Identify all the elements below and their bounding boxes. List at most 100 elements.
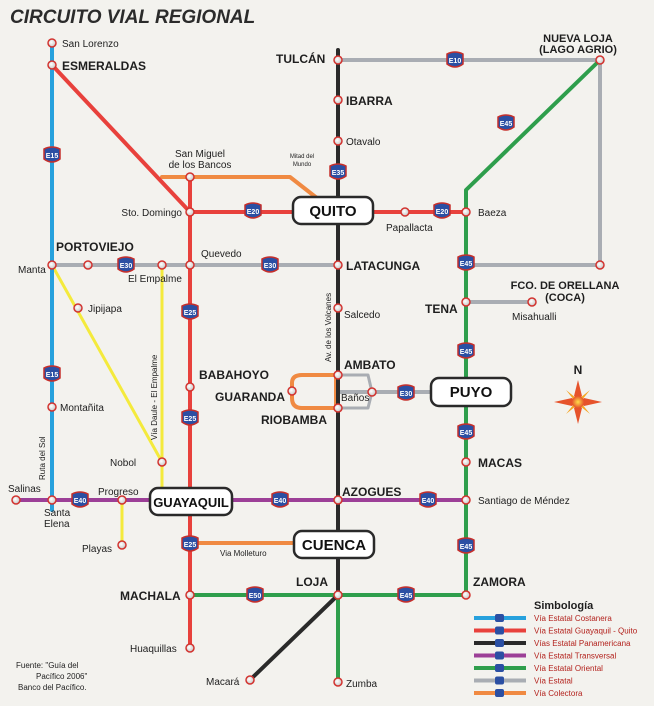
dot-orellana: [595, 260, 605, 270]
dot-nobol: [157, 457, 167, 467]
dot-manta: [47, 260, 57, 270]
city-el-empalme: El Empalme: [128, 274, 182, 285]
route-colectora-guaranda: [290, 373, 338, 410]
legend-label: Vía Estatal: [534, 677, 573, 686]
svg-text:E40: E40: [422, 498, 435, 505]
city-portoviejo: PORTOVIEJO: [56, 240, 134, 254]
map-title: CIRCUITO VIAL REGIONAL: [10, 7, 255, 28]
city-salinas: Salinas: [8, 484, 41, 495]
source-line-1: Fuente: "Guía del: [16, 661, 79, 670]
shield-e25-1: E25: [181, 303, 199, 320]
city-santa-elena-2: Elena: [44, 519, 70, 530]
dot-latacunga: [333, 260, 343, 270]
dot-sto-domingo: [185, 207, 195, 217]
svg-text:E20: E20: [436, 209, 449, 216]
city-quevedo: Quevedo: [201, 249, 242, 260]
shield-e10: E10: [446, 51, 464, 68]
city-puyo: PUYO: [450, 384, 493, 401]
compass-rose: N: [554, 363, 602, 424]
legend-shield-icon: [495, 664, 504, 672]
svg-text:E25: E25: [184, 542, 197, 549]
legend-shield-icon: [495, 614, 504, 622]
dot-machala: [185, 590, 195, 600]
svg-text:E25: E25: [184, 310, 197, 317]
city-riobamba: RIOBAMBA: [261, 413, 327, 427]
city-mitad-1: Mitad del: [290, 154, 314, 160]
city-zamora: ZAMORA: [473, 575, 526, 589]
dot-salinas: [11, 495, 21, 505]
shield-e45-tena: E45: [457, 342, 475, 359]
city-sto-domingo: Sto. Domingo: [121, 208, 182, 219]
city-santa-elena-1: Santa: [44, 508, 71, 519]
shield-e20-west: E20: [244, 202, 262, 219]
road-ruta-del-sol: Ruta del Sol: [38, 436, 47, 480]
dot-ibarra: [333, 95, 343, 105]
shield-e30-banos: E30: [397, 384, 415, 401]
city-dots: [11, 38, 605, 687]
city-esmeraldas: ESMERALDAS: [62, 59, 146, 73]
city-zumba: Zumba: [346, 679, 378, 690]
shield-e15-south: E15: [43, 365, 61, 382]
city-cuenca: CUENCA: [302, 537, 366, 554]
svg-text:E15: E15: [46, 372, 59, 379]
city-guayaquil: GUAYAQUIL: [153, 495, 229, 510]
shield-e40-east: E40: [419, 491, 437, 508]
legend-shield-icon: [495, 626, 504, 635]
dot-portoviejo: [83, 260, 93, 270]
shield-e45-baeza: E45: [457, 254, 475, 271]
shield-e45-macas: E45: [457, 423, 475, 440]
shield-e20-east: E20: [433, 202, 451, 219]
legend-label: Vía Colectora: [534, 689, 583, 698]
city-misahualli: Misahualli: [512, 312, 556, 323]
svg-text:E40: E40: [74, 498, 87, 505]
dot-el-empalme: [157, 260, 167, 270]
dot-tena: [461, 297, 471, 307]
svg-text:E40: E40: [274, 498, 287, 505]
road-via-daule: Vía Daule - El Empalme: [150, 354, 159, 440]
city-san-miguel-2: de los Bancos: [169, 160, 232, 171]
city-tena: TENA: [425, 302, 458, 316]
city-san-lorenzo: San Lorenzo: [62, 39, 119, 50]
city-ibarra: IBARRA: [346, 94, 393, 108]
legend-label: Vía Estatal Guayaquil - Quito: [534, 627, 638, 636]
dot-montanita: [47, 402, 57, 412]
legend-title: Simbología: [534, 600, 594, 612]
city-nueva-loja-2: (LAGO AGRIO): [539, 44, 617, 56]
shield-e50: E50: [246, 586, 264, 603]
dot-macas: [461, 457, 471, 467]
svg-text:E45: E45: [400, 593, 413, 600]
legend-label: Vía Estatal Oriental: [534, 664, 603, 673]
city-macas: MACAS: [478, 456, 522, 470]
dot-macara: [245, 675, 255, 685]
city-orellana-1: FCO. DE ORELLANA: [511, 280, 620, 292]
route-secondary-manta-nobol: [50, 263, 164, 464]
city-macara: Macará: [206, 677, 240, 688]
legend-label: Vías Estatal Panamericana: [534, 639, 631, 648]
svg-text:E35: E35: [332, 170, 345, 177]
shield-e45-north: E45: [497, 114, 515, 131]
dot-jipijapa: [73, 303, 83, 313]
quito-box: QUITO: [291, 195, 375, 226]
city-otavalo: Otavalo: [346, 137, 381, 148]
svg-text:E50: E50: [249, 593, 262, 600]
city-tulcan: TULCÁN: [276, 51, 325, 66]
dot-riobamba: [333, 403, 343, 413]
dot-san-miguel: [185, 172, 195, 182]
city-quito: QUITO: [309, 203, 357, 220]
puyo-box: PUYO: [429, 376, 513, 408]
city-machala: MACHALA: [120, 589, 181, 603]
svg-text:E45: E45: [460, 349, 473, 356]
svg-text:E30: E30: [400, 391, 413, 398]
city-orellana-2: (COCA): [545, 292, 585, 304]
route-red-esmeraldas-stodomingo: [50, 63, 192, 214]
dot-banos: [367, 387, 377, 397]
legend-shield-icon: [495, 639, 504, 647]
city-santiago: Santiago de Méndez: [478, 496, 570, 507]
svg-text:E45: E45: [500, 121, 513, 128]
city-san-miguel-1: San Miguel: [175, 149, 225, 160]
dot-guaranda: [287, 386, 297, 396]
dot-nueva-loja: [595, 55, 605, 65]
dot-misahualli: [527, 297, 537, 307]
shield-e25-2: E25: [181, 409, 199, 426]
